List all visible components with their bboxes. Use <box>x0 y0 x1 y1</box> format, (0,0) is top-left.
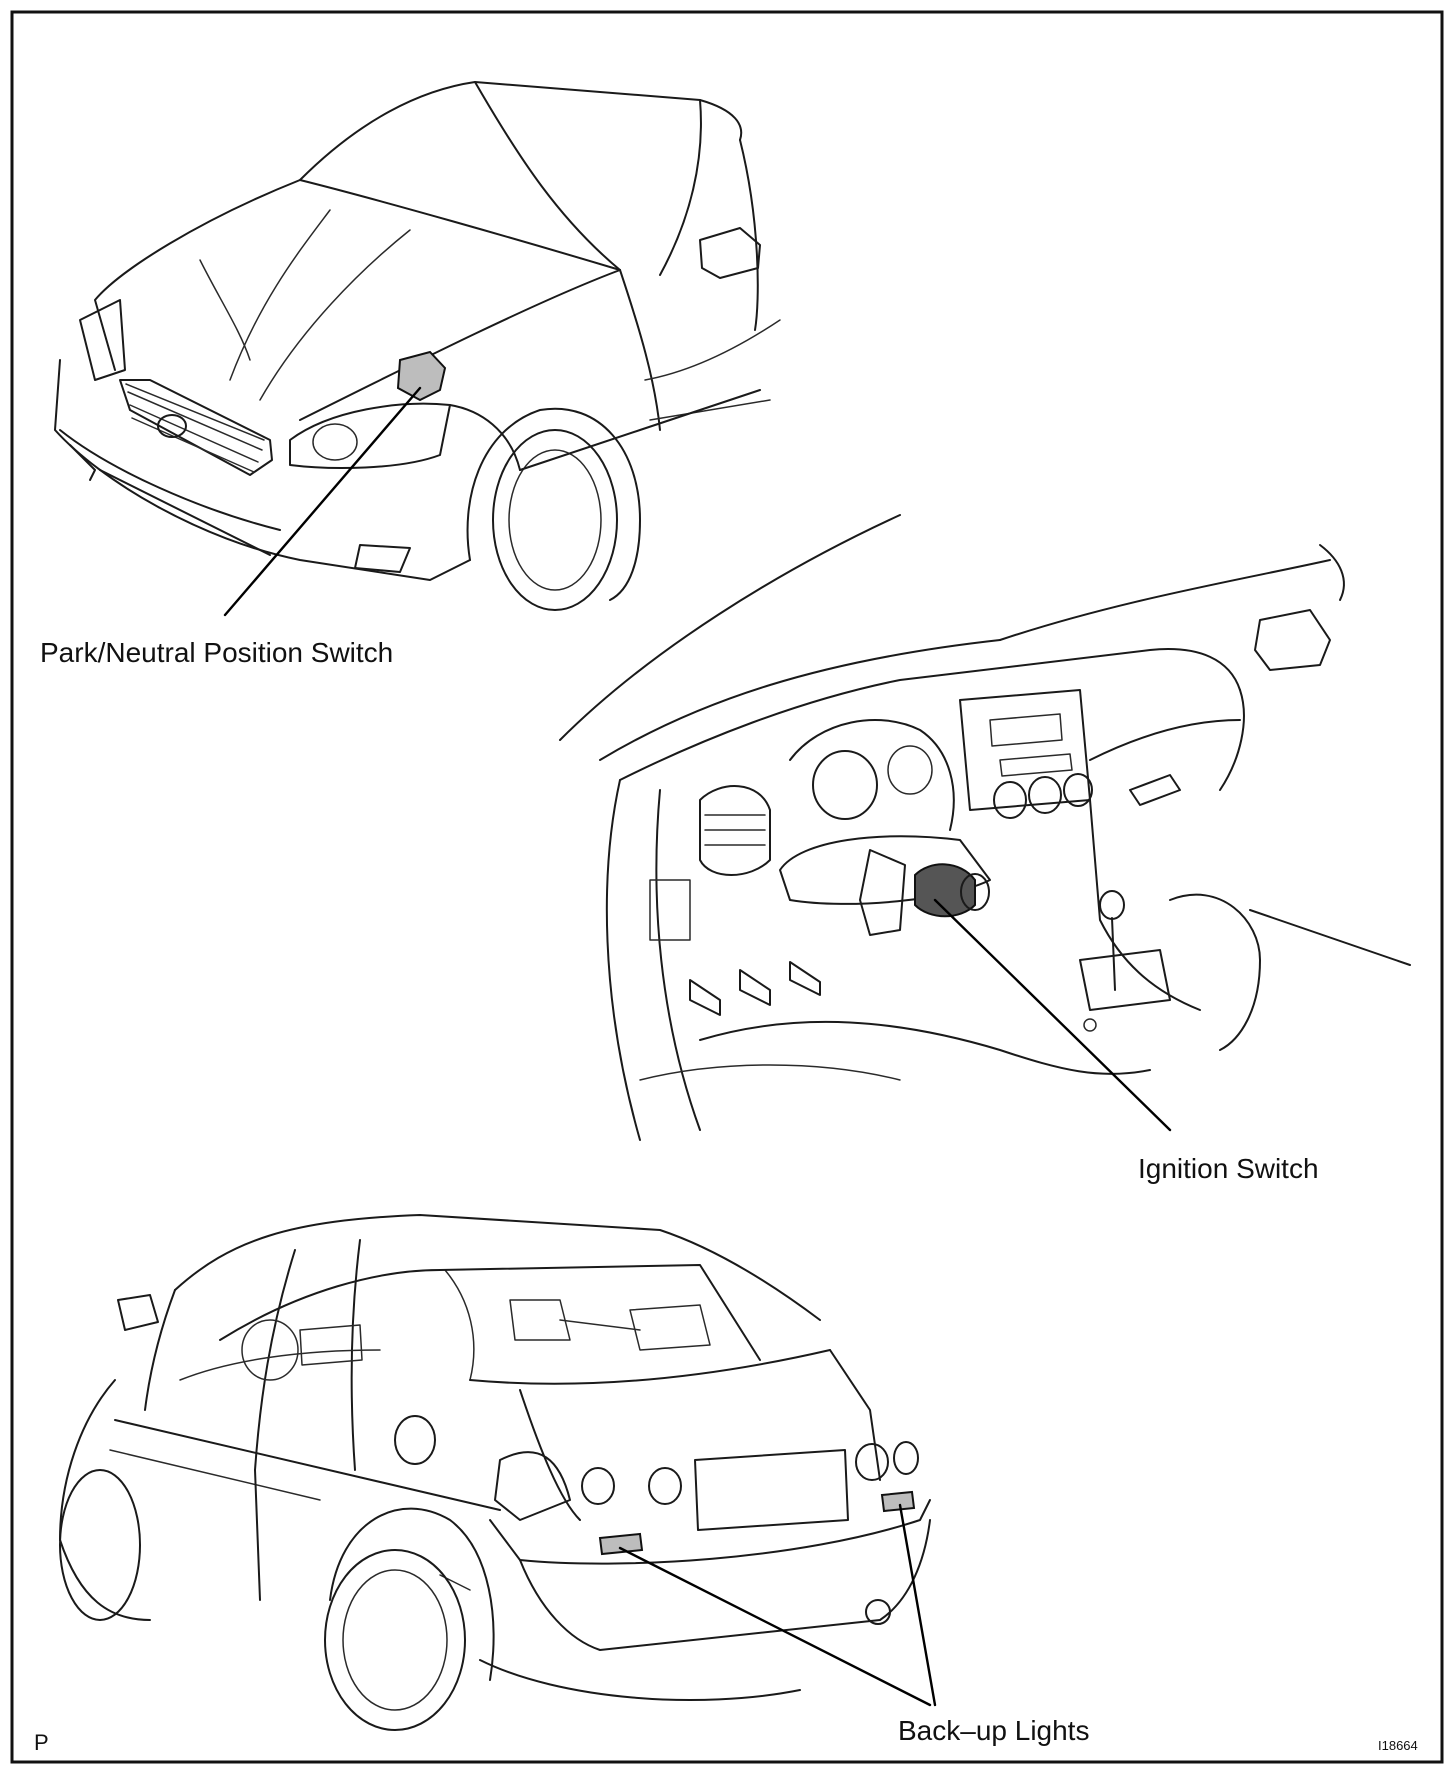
figure-code: I18664 <box>1378 1738 1418 1753</box>
backup-light-left-leader-line <box>618 1546 932 1707</box>
park-neutral-leader-line <box>223 386 422 617</box>
backup-lights-label: Back–up Lights <box>898 1715 1089 1746</box>
park-neutral-switch-icon <box>396 350 447 402</box>
dashboard-illustration <box>559 514 1411 1141</box>
ignition-switch-label: Ignition Switch <box>1138 1153 1319 1184</box>
ignition-switch-leader-line <box>933 898 1172 1132</box>
rear-car-illustration <box>59 1214 931 1731</box>
front-car-illustration <box>54 81 781 611</box>
ignition-switch-icon <box>914 863 976 918</box>
park-neutral-switch-label: Park/Neutral Position Switch <box>40 637 393 668</box>
backup-light-right-icon <box>880 1490 916 1513</box>
diagram-frame <box>10 10 1444 1764</box>
corner-mark-p: P <box>34 1730 49 1755</box>
backup-light-left-icon <box>598 1532 644 1556</box>
backup-light-right-leader-line <box>898 1503 937 1707</box>
